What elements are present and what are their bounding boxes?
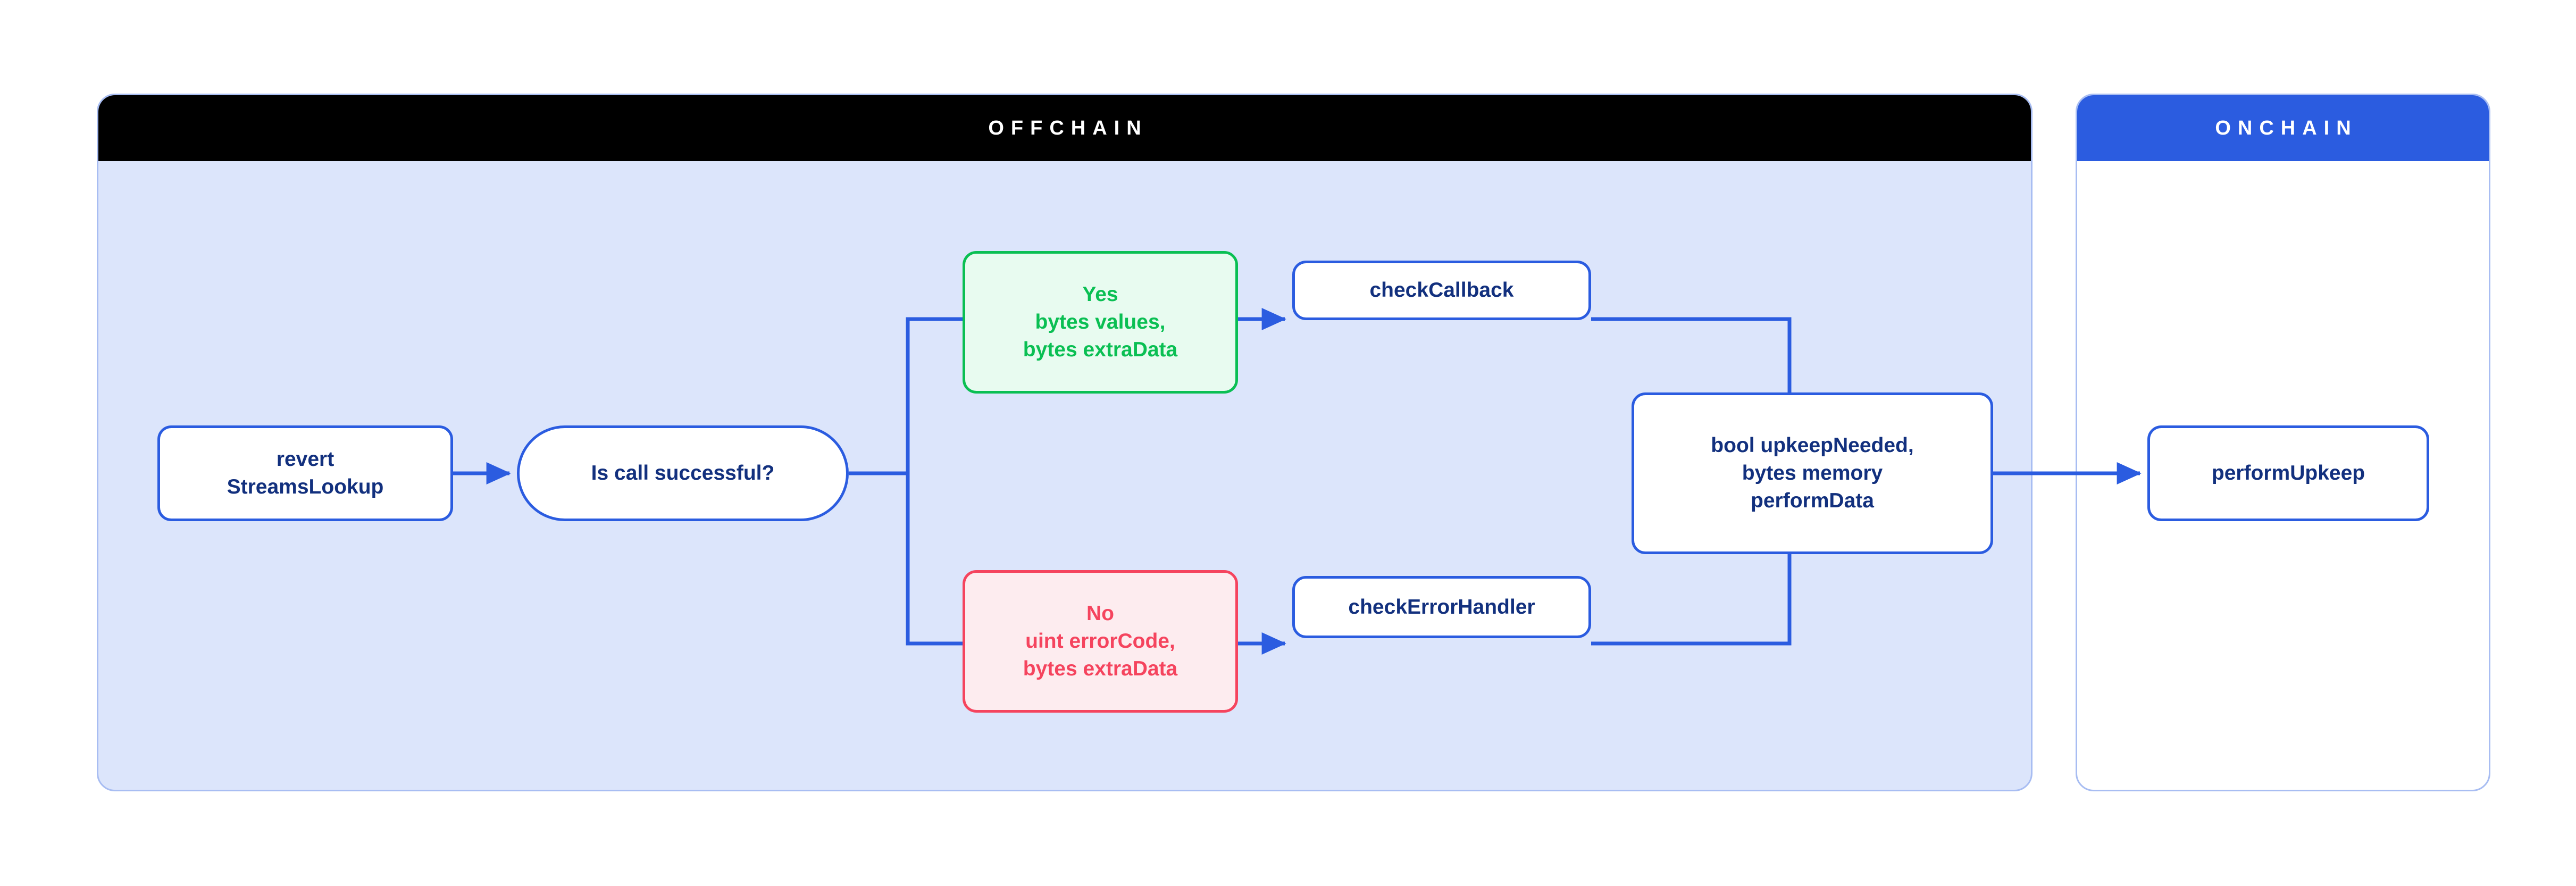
onchain-panel-header: ONCHAIN <box>2077 95 2489 161</box>
node-is-call-successful[interactable]: Is call successful? <box>517 425 849 521</box>
node-check-callback[interactable]: checkCallback <box>1292 261 1591 320</box>
node-check-error-handler[interactable]: checkErrorHandler <box>1292 576 1591 638</box>
node-revert-streamslookup[interactable]: revert StreamsLookup <box>157 425 453 521</box>
offchain-panel-header: OFFCHAIN <box>98 95 2031 161</box>
node-no-branch[interactable]: No uint errorCode, bytes extraData <box>963 570 1238 713</box>
node-yes-branch[interactable]: Yes bytes values, bytes extraData <box>963 251 1238 394</box>
node-bool-upkeep-needed[interactable]: bool upkeepNeeded, bytes memory performD… <box>1632 392 1993 554</box>
node-perform-upkeep[interactable]: performUpkeep <box>2147 425 2429 521</box>
